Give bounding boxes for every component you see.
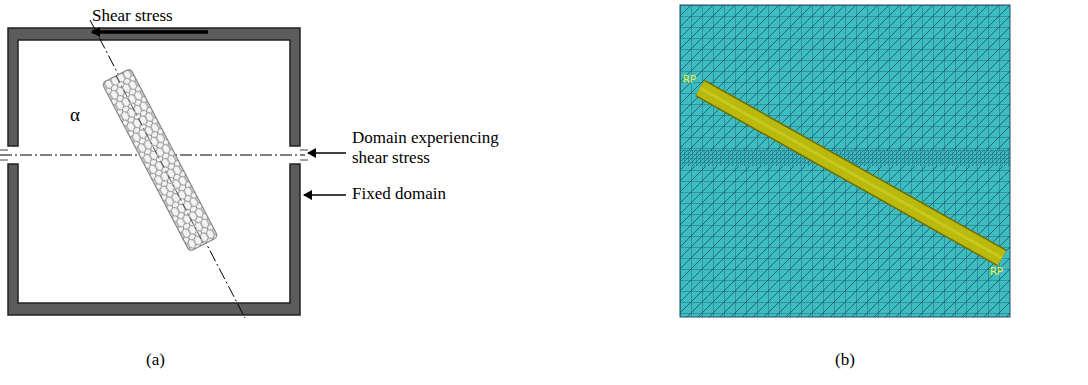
embedded-rod [700,88,1002,258]
fixed-domain-wall [8,164,300,315]
nanotube [102,68,218,251]
angle-label: α [70,104,80,127]
reference-point: RP [683,74,696,86]
load-label: Shear stress [92,6,173,26]
panel-label: (a) [146,350,165,370]
gap-edge [300,160,308,161]
shear-arrow [92,30,208,34]
gap-edge [0,160,8,161]
reference-point: RP [990,266,1003,278]
callout-label: Domain experiencing shear stress [352,128,527,169]
leader-arrow [308,152,346,154]
gap-edge [300,150,308,151]
fe-mesh [680,5,1010,317]
housing [0,28,308,315]
panel-label: (b) [835,350,855,370]
leader-arrow [304,194,346,196]
callout-label: Fixed domain [352,184,446,204]
gap-edge [0,150,8,151]
tube-axis [90,20,245,318]
